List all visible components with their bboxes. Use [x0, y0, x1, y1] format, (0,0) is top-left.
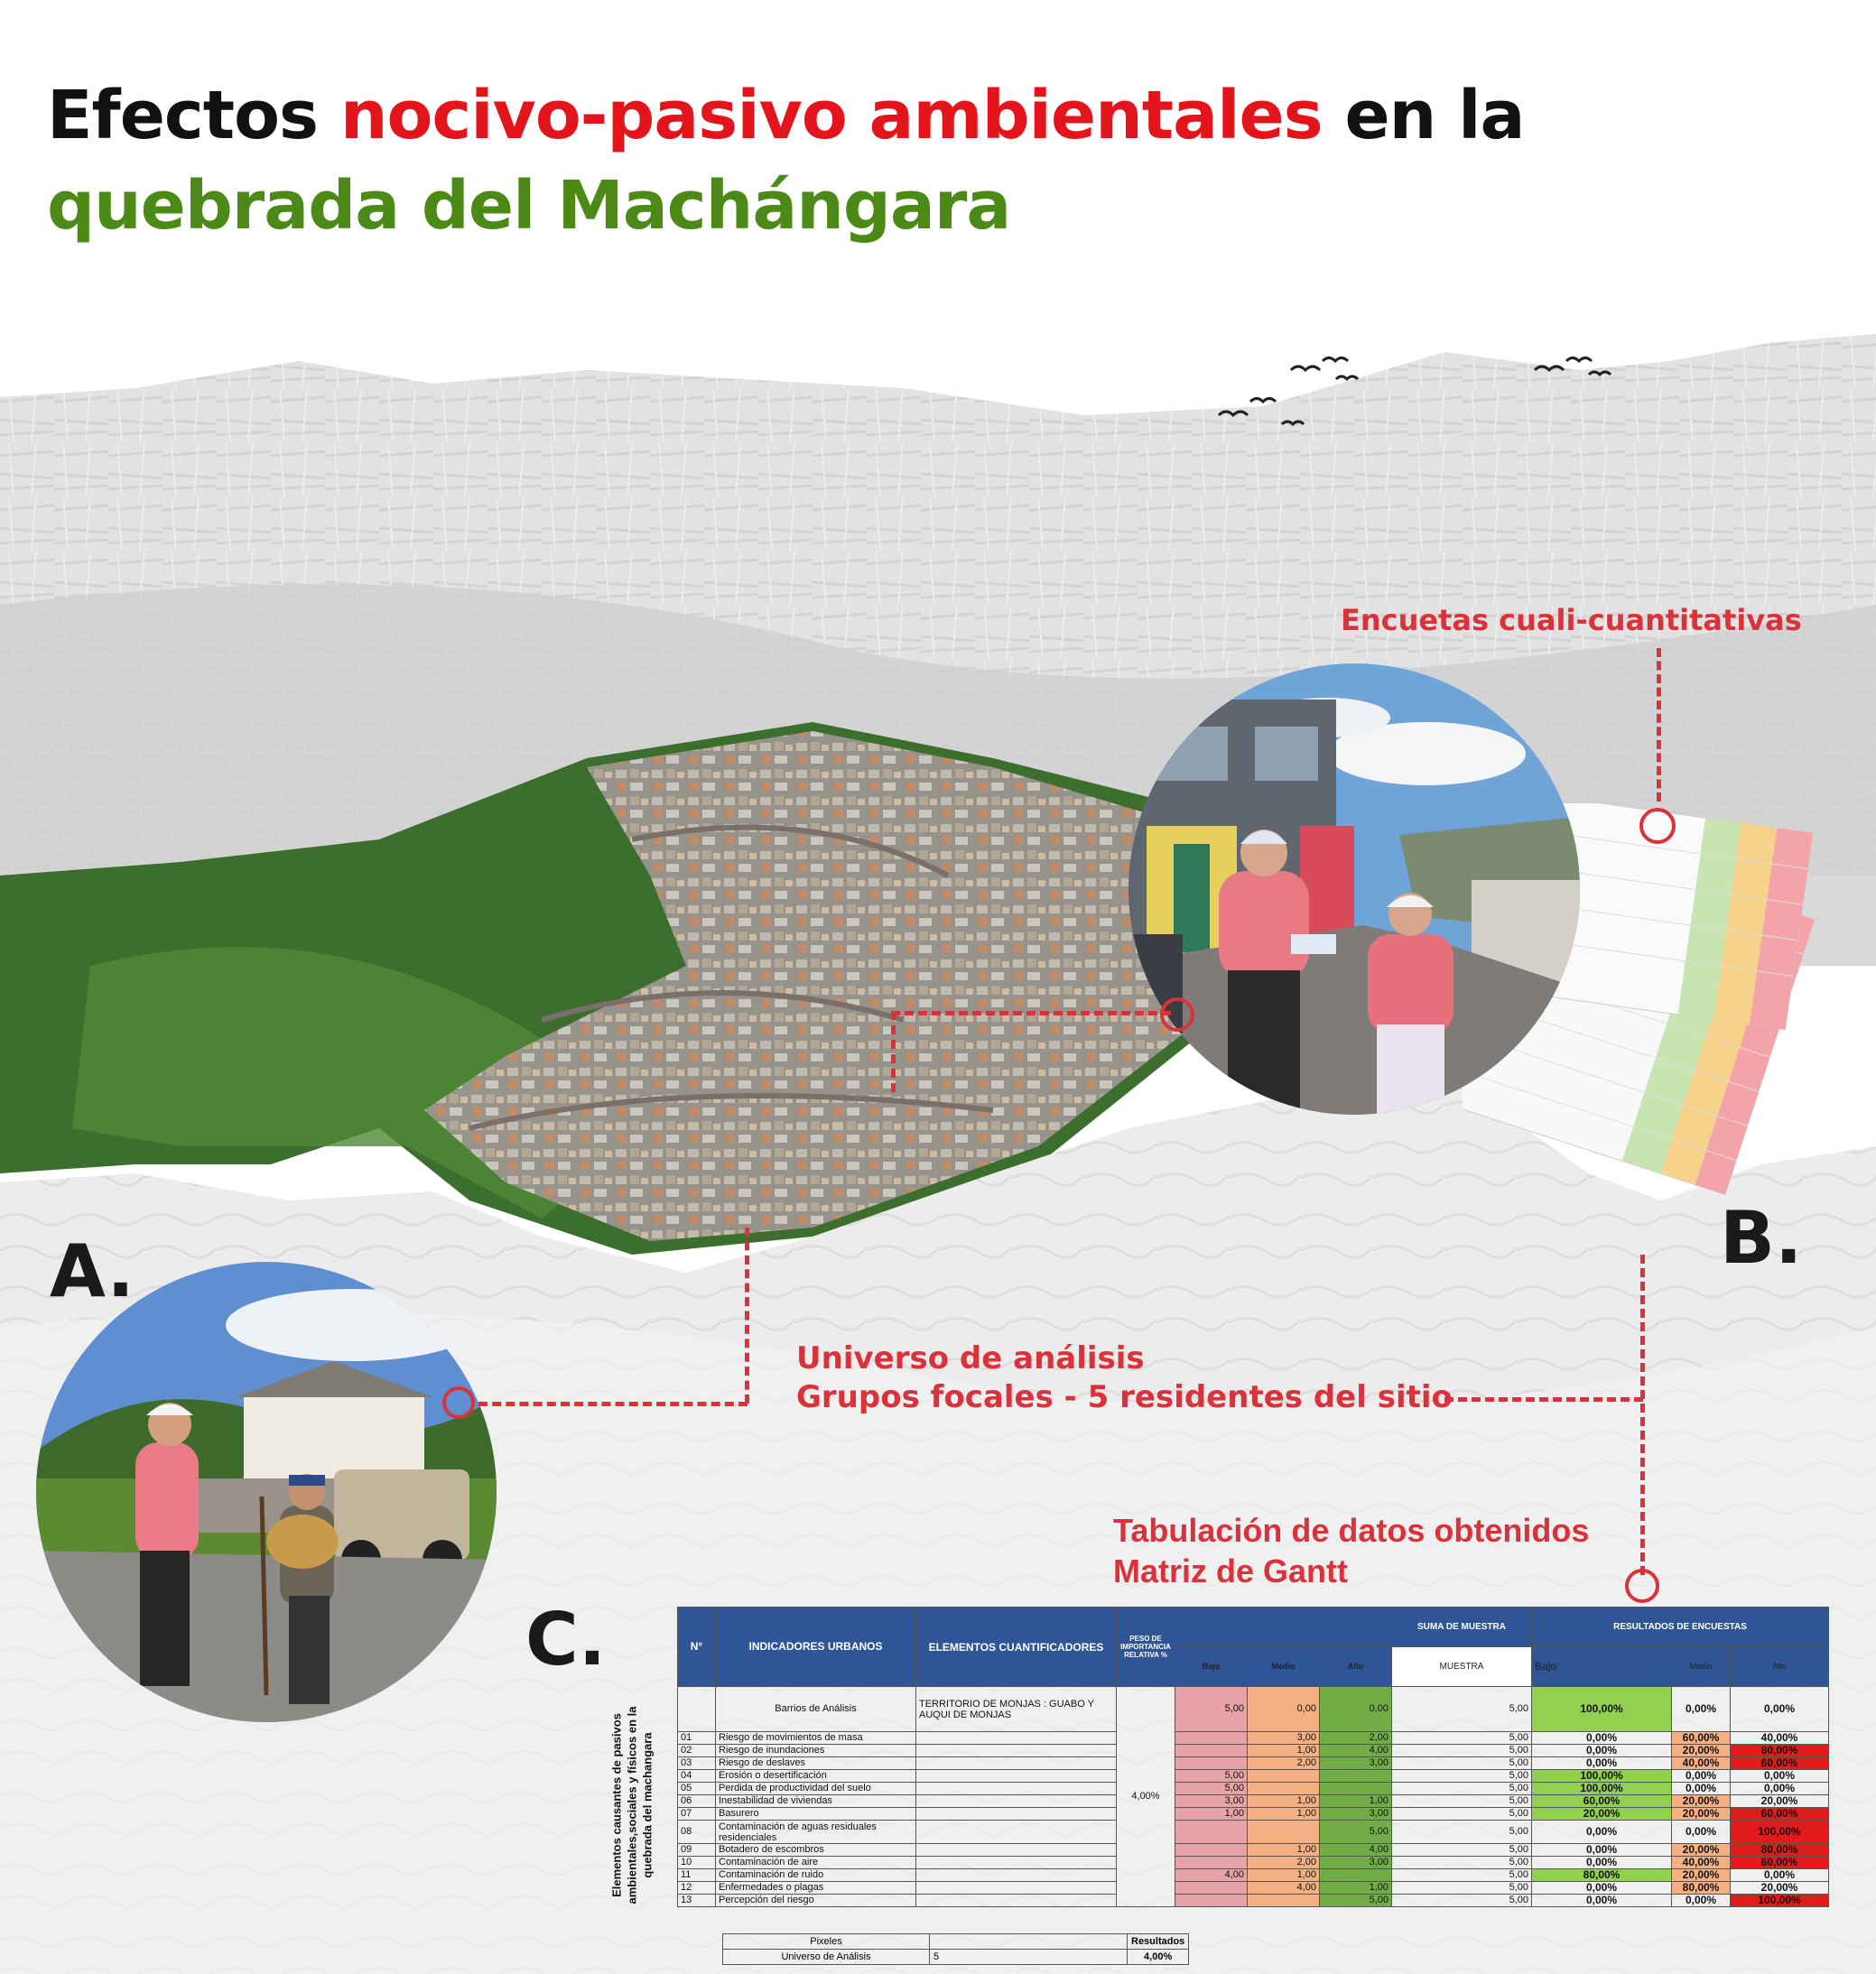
universe-connector-vertical [745, 1228, 749, 1404]
col-indicadores: INDICADORES URBANOS [715, 1607, 916, 1687]
gantt-matrix: N° INDICADORES URBANOS ELEMENTOS CUANTIF… [677, 1607, 1829, 1907]
title-line-2: quebrada del Machángara [47, 167, 1011, 245]
truck-marker-ring [442, 1386, 475, 1419]
col-blank [1175, 1607, 1392, 1647]
table-side-label: Elementos causantes de pasivos ambiental… [609, 1706, 655, 1904]
survey-photo-circle [1128, 663, 1580, 1115]
surveys-callout: Encuetas cuali-cuantitativas [1341, 603, 1802, 637]
col-resultados: RESULTADOS DE ENCUESTAS [1531, 1607, 1829, 1647]
surveys-connector-line [1657, 648, 1661, 802]
col-bajo: Bajo [1175, 1646, 1248, 1687]
col-elementos: ELEMENTOS CUANTIFICADORES [915, 1607, 1117, 1687]
col-suma: SUMA DE MUESTRA [1391, 1607, 1532, 1647]
tabulation-connector-horizontal [1444, 1397, 1643, 1402]
label-a: A. [50, 1229, 135, 1313]
page-title: Efectos nocivo-pasivo ambientales en la … [47, 70, 1525, 251]
label-b: B. [1720, 1196, 1803, 1280]
field-visit-photo [36, 1262, 497, 1722]
tabulation-callout-line2: Matriz de Gantt [1113, 1552, 1349, 1589]
tabulation-callout-line1: Tabulación de datos obtenidos [1113, 1512, 1590, 1549]
col-n: N° [677, 1607, 716, 1687]
universe-callout-line2: Grupos focales - 5 residentes del sitio [796, 1379, 1453, 1415]
peso-value: 4,00% [1116, 1686, 1175, 1907]
col-muestra: MUESTRA [1391, 1646, 1532, 1687]
survey-sheets-illustration [1463, 803, 1816, 1196]
universe-connector-horizontal [478, 1402, 748, 1406]
map-connector-vertical [891, 1011, 896, 1092]
map-marker-ring [1160, 997, 1194, 1032]
summary-row: Barrios de Análisis TERRITORIO DE MONJAS… [677, 1686, 1829, 1907]
summary-table: Pixeles Resultados Universo de Análisis … [722, 1933, 1190, 1965]
tabulation-connector-vertical [1640, 1255, 1645, 1575]
col-alto: Alto [1319, 1646, 1392, 1687]
col-r-bajo: Bajo [1531, 1646, 1672, 1687]
col-r-medio: Medio [1671, 1646, 1731, 1687]
universe-summary: Pixeles Resultados Universo de Análisis … [722, 1933, 1190, 1965]
universe-callout-line1: Universo de análisis [796, 1340, 1145, 1376]
label-c: C. [525, 1598, 607, 1682]
street-interview-photo [1128, 663, 1580, 1115]
table-marker-ring [1625, 1569, 1659, 1603]
focus-group-photo-circle [36, 1262, 497, 1722]
col-medio: Medio [1247, 1646, 1320, 1687]
col-r-alto: Alto [1730, 1646, 1829, 1687]
title-line-1: Efectos nocivo-pasivo ambientales en la [47, 77, 1525, 154]
map-connector-line [891, 1011, 1171, 1015]
surveys-marker-ring [1639, 808, 1676, 844]
gantt-table: N° INDICADORES URBANOS ELEMENTOS CUANTIF… [677, 1607, 1829, 1907]
col-peso: PESO DE IMPORTANCIA RELATIVA % [1116, 1607, 1175, 1687]
